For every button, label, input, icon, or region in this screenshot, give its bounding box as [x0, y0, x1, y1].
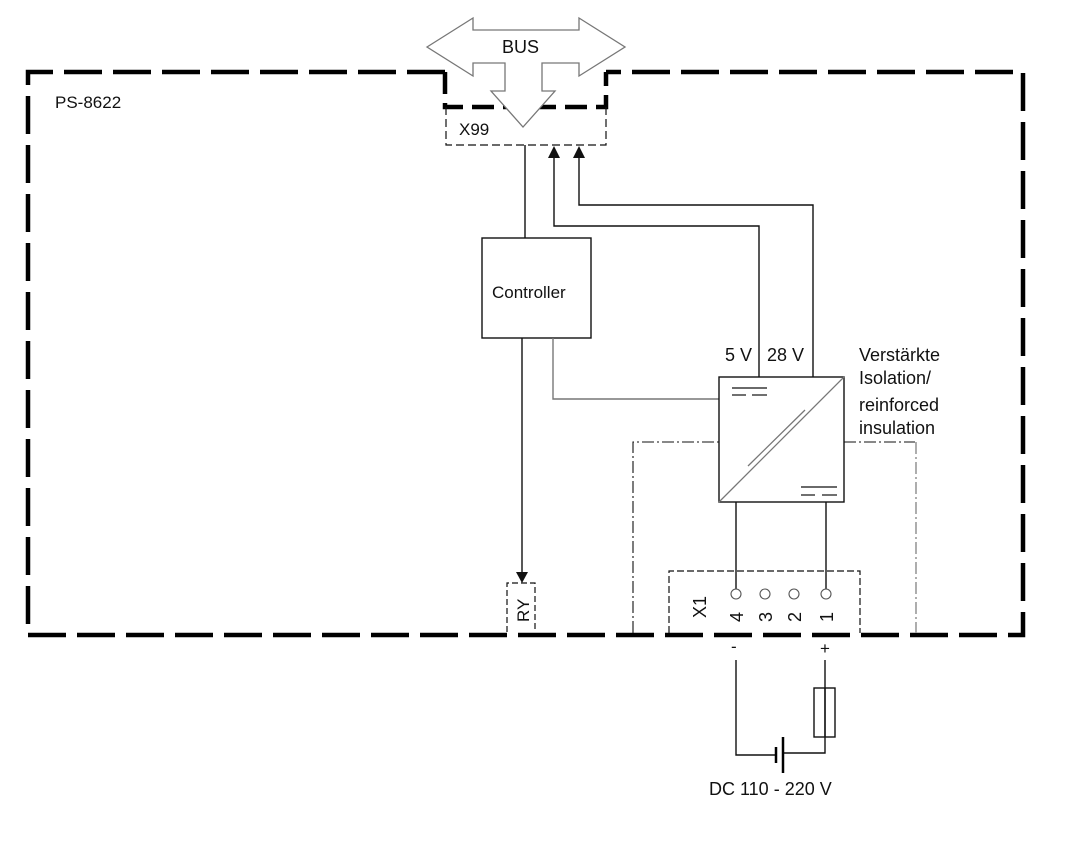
terminal-block-x1 — [668, 570, 861, 633]
terminal-pin-3-icon — [759, 588, 771, 600]
wire-controller-converter — [552, 338, 719, 400]
label-28v: 28 V — [767, 345, 804, 365]
wire-supply-plus — [783, 660, 826, 754]
controller-label: Controller — [492, 283, 566, 302]
converter-diagonal — [718, 376, 845, 503]
terminal-pin-2-label: 2 — [785, 612, 805, 622]
x99-label: X99 — [459, 120, 489, 139]
dc-dc-converter — [718, 376, 845, 503]
isolation-note-line-2: Isolation/ — [859, 368, 931, 388]
minus-label: - — [731, 637, 737, 656]
isolation-boundary-left — [632, 441, 719, 633]
controller-block — [481, 237, 592, 339]
bus-label: BUS — [502, 37, 539, 57]
relay-label: RY — [514, 599, 533, 622]
label-5v: 5 V — [725, 345, 752, 365]
terminal-pin-4-label: 4 — [727, 612, 747, 622]
supply-voltage-label: DC 110 - 220 V — [709, 779, 832, 799]
terminal-pin-2-icon — [788, 588, 800, 600]
dc-symbol-input-icon — [732, 387, 767, 396]
relay-block — [506, 582, 536, 632]
device-boundary-notch — [442, 72, 609, 110]
device-label: PS-8622 — [55, 93, 121, 112]
isolation-note-line-4: insulation — [859, 418, 935, 438]
x99-connector — [445, 107, 607, 146]
terminal-block-label: X1 — [690, 596, 710, 618]
wire-supply-minus — [735, 660, 776, 756]
plus-label: + — [820, 639, 830, 658]
wire-5v — [553, 158, 760, 377]
arrow-28v-icon — [573, 146, 585, 158]
bus-arrow-icon — [425, 16, 627, 128]
device-boundary — [25, 69, 1026, 638]
terminal-pin-4-icon — [730, 588, 742, 600]
dc-symbol-output-icon — [801, 486, 837, 496]
isolation-note-line-3: reinforced — [859, 395, 939, 415]
converter-diagonal-2 — [747, 409, 806, 467]
wire-28v — [578, 158, 814, 377]
isolation-note-line-1: Verstärkte — [859, 345, 940, 365]
arrow-relay-icon — [516, 572, 528, 583]
terminal-pin-1-label: 1 — [817, 612, 837, 622]
terminal-pin-3-label: 3 — [756, 612, 776, 622]
terminal-pin-1-icon — [820, 588, 832, 600]
battery-icon — [774, 737, 785, 773]
arrow-5v-icon — [548, 146, 560, 158]
